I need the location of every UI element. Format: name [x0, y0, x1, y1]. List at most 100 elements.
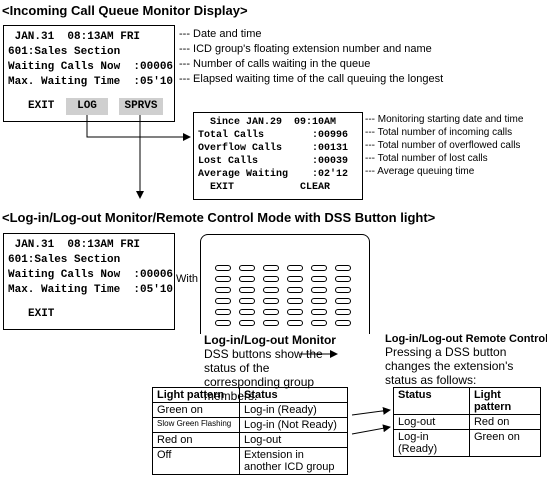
t1-cell: Green on — [152, 402, 240, 418]
log-keys-line[interactable]: EXIT CLEAR — [198, 182, 331, 193]
table-row: Green on Log-in (Ready) — [152, 402, 348, 418]
lcd-descriptions: --- Date and time --- ICD group's floati… — [179, 27, 443, 87]
dss-button[interactable] — [311, 265, 327, 271]
lcd-group-line: 601:Sales Section — [8, 46, 121, 58]
section1-heading: <Incoming Call Queue Monitor Display> — [2, 3, 248, 18]
desc-date: --- Date and time — [179, 28, 262, 40]
exit-key[interactable]: EXIT — [28, 100, 55, 112]
dss-button[interactable] — [215, 265, 231, 271]
table-row: Log-in (Ready) Green on — [393, 429, 542, 457]
t1-cell: Log-in (Not Ready) — [239, 417, 348, 433]
lcd-max-wait-line: Max. Waiting Time :05'10 — [8, 76, 174, 88]
t2-header-status: Status — [393, 387, 470, 415]
lcd2-group-line: 601:Sales Section — [8, 254, 121, 266]
t1-header-status: Status — [239, 387, 348, 403]
desc-elapsed: --- Elapsed waiting time of the call que… — [179, 73, 444, 85]
t2-cell: Green on — [468, 429, 542, 457]
dss-button[interactable] — [287, 320, 303, 326]
table-row: Red on Log-out — [152, 432, 348, 448]
log-desc-total: --- Total number of incoming calls — [365, 127, 513, 138]
log-average-line: Average Waiting :02'12 — [198, 169, 349, 180]
dss-button[interactable] — [239, 320, 255, 326]
dss-button[interactable] — [311, 298, 327, 304]
section2-heading: <Log-in/Log-out Monitor/Remote Control M… — [2, 210, 436, 225]
dss-button[interactable] — [239, 298, 255, 304]
log-overflow-line: Overflow Calls :00131 — [198, 143, 349, 154]
log-desc-overflow: --- Total number of overflowed calls — [365, 140, 521, 151]
dss-button[interactable] — [263, 309, 279, 315]
dss-button[interactable] — [335, 287, 351, 293]
t2-cell: Red on — [468, 414, 542, 430]
dss-button[interactable] — [239, 287, 255, 293]
dss-button[interactable] — [287, 287, 303, 293]
lcd2-max-wait-line: Max. Waiting Time :05'10 — [8, 284, 174, 296]
dss-button[interactable] — [263, 287, 279, 293]
dss-button[interactable] — [311, 287, 327, 293]
exit-key-2[interactable]: EXIT — [28, 308, 55, 320]
log-lost-line: Lost Calls :00039 — [198, 156, 349, 167]
lcd-date-line: JAN.31 08:13AM FRI — [8, 31, 141, 43]
dss-mode-lcd: JAN.31 08:13AM FRI 601:Sales Section Wai… — [3, 233, 175, 330]
t2-cell: Log-out — [393, 414, 470, 430]
table-row: Off Extension in another ICD group — [152, 447, 348, 475]
table-arrow-2 — [351, 424, 391, 435]
dss-button[interactable] — [263, 265, 279, 271]
log-since-line: Since JAN.29 09:10AM — [198, 117, 337, 128]
dss-button[interactable] — [263, 276, 279, 282]
dss-button[interactable] — [239, 265, 255, 271]
dss-button[interactable] — [239, 276, 255, 282]
table-row: Slow Green Flashing Log-in (Not Ready) — [152, 417, 348, 433]
t2-header-light: Light pattern — [468, 387, 542, 415]
dss-button[interactable] — [311, 276, 327, 282]
dss-button[interactable] — [287, 265, 303, 271]
dss-button[interactable] — [287, 298, 303, 304]
dss-button[interactable] — [287, 309, 303, 315]
dss-button[interactable] — [215, 309, 231, 315]
queue-monitor-lcd: JAN.31 08:13AM FRI 601:Sales Section Wai… — [3, 25, 175, 122]
log-desc-lost: --- Total number of lost calls — [365, 153, 488, 164]
with-label: With — [176, 273, 198, 285]
lcd2-waiting-line: Waiting Calls Now :00006 — [8, 269, 174, 281]
dss-button[interactable] — [335, 276, 351, 282]
dss-button[interactable] — [335, 298, 351, 304]
dss-button[interactable] — [287, 276, 303, 282]
log-softkey[interactable]: LOG — [66, 98, 108, 115]
lcd-waiting-calls-line: Waiting Calls Now :00006 — [8, 61, 174, 73]
table-row: Log-out Red on — [393, 414, 542, 430]
dss-button[interactable] — [263, 298, 279, 304]
dss-button[interactable] — [335, 265, 351, 271]
remote-block: Log-in/Log-out Remote Control Pressing a… — [385, 333, 547, 387]
t1-cell: Off — [152, 447, 240, 475]
t1-cell: Log-out — [239, 432, 348, 448]
remote-title: Log-in/Log-out Remote Control — [385, 333, 547, 345]
log-desc-start: --- Monitoring starting date and time — [365, 114, 524, 125]
remote-status-table: Status Light pattern Log-out Red on Log-… — [393, 387, 542, 457]
t1-cell: Slow Green Flashing — [152, 417, 240, 433]
t1-cell: Extension in another ICD group — [239, 447, 348, 475]
dss-button[interactable] — [335, 320, 351, 326]
dss-button[interactable] — [239, 309, 255, 315]
dss-console — [200, 234, 370, 334]
dss-button[interactable] — [311, 309, 327, 315]
t1-header-light: Light pattern — [152, 387, 240, 403]
dss-button[interactable] — [335, 309, 351, 315]
log-total-line: Total Calls :00996 — [198, 130, 349, 141]
sprvs-softkey[interactable]: SPRVS — [119, 98, 163, 115]
light-pattern-table: Light pattern Status Green on Log-in (Re… — [152, 387, 348, 475]
log-descriptions: --- Monitoring starting date and time --… — [365, 113, 523, 178]
lcd2-date-line: JAN.31 08:13AM FRI — [8, 239, 141, 251]
dss-button[interactable] — [215, 276, 231, 282]
dss-button[interactable] — [215, 287, 231, 293]
dss-button[interactable] — [215, 320, 231, 326]
dss-button[interactable] — [263, 320, 279, 326]
t1-cell: Log-in (Ready) — [239, 402, 348, 418]
log-lcd: Since JAN.29 09:10AM Total Calls :00996 … — [193, 112, 363, 200]
table-arrow-1 — [351, 406, 391, 416]
dss-button[interactable] — [311, 320, 327, 326]
dss-button[interactable] — [215, 298, 231, 304]
log-desc-average: --- Average queuing time — [365, 166, 475, 177]
t2-cell: Log-in (Ready) — [393, 429, 470, 457]
remote-text: Pressing a DSS button changes the extens… — [385, 345, 514, 387]
desc-group: --- ICD group's floating extension numbe… — [179, 43, 432, 55]
